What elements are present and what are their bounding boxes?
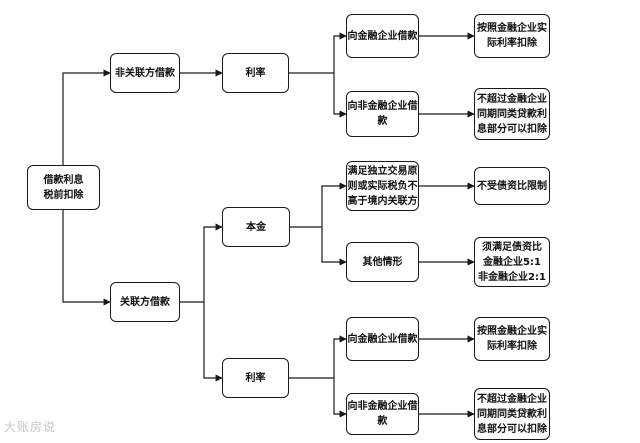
node-r-rate: 利率 <box>222 358 289 398</box>
node-nr-nonfinancial-result: 不超过金融企业 同期同类贷款利 息部分可以扣除 <box>474 88 550 140</box>
node-nr-financial-loan: 向金融企业借款 <box>346 14 419 58</box>
connector-rrate-financial <box>333 335 347 378</box>
connector-related-rate <box>203 302 223 382</box>
node-r-financial-result: 按照金融企业实 际利率扣除 <box>474 317 550 361</box>
connector-root-related <box>62 210 111 306</box>
node-other-case: 其他情形 <box>346 242 419 282</box>
connector-rate-nonfinancial <box>333 73 347 118</box>
node-root: 借款利息 税前扣除 <box>27 165 100 210</box>
node-r-financial-loan: 向金融企业借款 <box>346 317 419 361</box>
connector-related-principal <box>203 223 223 302</box>
connector-principal-armlength <box>321 182 347 227</box>
node-r-nonfinancial-result: 不超过金融企业 同期同类贷款利 息部分可以扣除 <box>474 388 550 440</box>
node-nr-financial-result: 按照金融企业实 际利率扣除 <box>474 14 550 58</box>
connector-principal-other <box>321 227 347 266</box>
node-r-nonfinancial-loan: 向非金融企业借 款 <box>346 393 419 435</box>
node-principal: 本金 <box>222 207 290 247</box>
node-arm-length-condition: 满足独立交易原 则或实际税负不 高于境内关联方 <box>346 161 419 211</box>
node-non-related-loan: 非关联方借款 <box>110 53 180 93</box>
connector-root-nonrelated <box>62 69 111 165</box>
connector-rrate-nonfinancial <box>333 378 347 418</box>
node-related-loan: 关联方借款 <box>110 282 180 322</box>
node-nr-nonfinancial-loan: 向非金融企业借 款 <box>346 91 419 137</box>
node-nr-rate: 利率 <box>222 53 289 93</box>
node-other-result: 须满足债资比 金融企业5:1 非金融企业2:1 <box>474 237 550 287</box>
watermark: 大账房说 <box>4 420 57 434</box>
node-arm-length-result: 不受债资比限制 <box>474 167 550 205</box>
connector-rate-financial <box>333 32 347 73</box>
